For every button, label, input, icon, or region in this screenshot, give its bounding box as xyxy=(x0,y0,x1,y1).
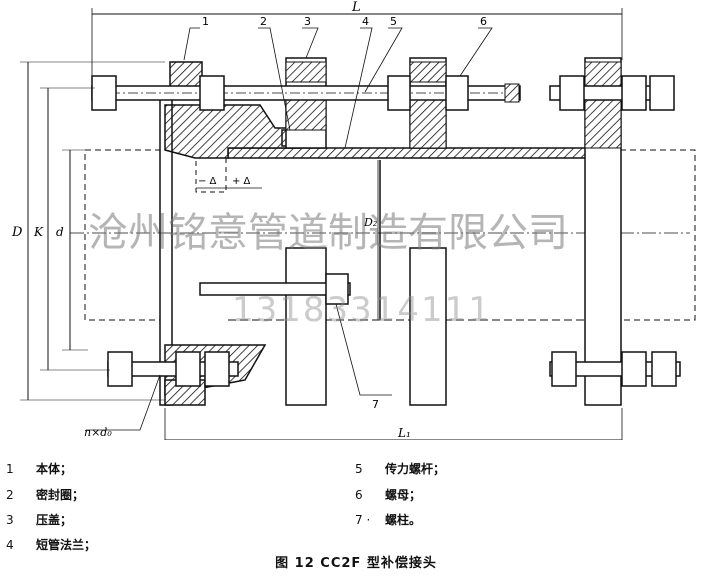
figure-caption: 图 12 CC2F 型补偿接头 xyxy=(275,556,437,571)
nut-left-outer xyxy=(91,75,117,111)
nut-mid-left xyxy=(387,75,411,111)
nut-left-inner xyxy=(199,75,225,111)
dim-D2: D₂ xyxy=(363,216,377,229)
dim-minus-delta: − Δ xyxy=(198,176,217,187)
callout-5: 5 xyxy=(390,15,397,28)
legend-item-7: 7 ·螺柱。 xyxy=(355,513,422,527)
callout-4: 4 xyxy=(362,15,369,28)
compensator-drawing: L L₁ D K d D₂ − Δ + Δ n×d₀ 1 2 3 4 5 6 7 xyxy=(11,0,696,440)
left-inner-dashed xyxy=(195,151,227,193)
dim-D: D xyxy=(11,225,23,240)
gland-lower xyxy=(285,247,327,406)
short-pipe xyxy=(227,147,609,159)
callout-2: 2 xyxy=(260,15,267,28)
callout-7: 7 xyxy=(372,398,379,411)
dim-L: L xyxy=(351,0,361,15)
callout-1: 1 xyxy=(202,15,209,28)
stud xyxy=(199,282,351,296)
callout-3: 3 xyxy=(304,15,311,28)
dim-plus-delta: + Δ xyxy=(232,176,251,187)
pipe-flange-lower xyxy=(409,247,447,406)
watermark-company: 沧州铭意管道制造有限公司 xyxy=(88,210,568,256)
dim-K: K xyxy=(33,225,44,239)
dim-d: d xyxy=(56,225,64,239)
dim-L1: L₁ xyxy=(397,426,411,440)
callout-6: 6 xyxy=(480,15,487,28)
watermark-phone: 13183314111 xyxy=(232,290,492,330)
right-mating-flange-dashed xyxy=(619,149,696,321)
dim-bolt-holes: n×d₀ xyxy=(84,426,112,439)
stud-lower-right xyxy=(549,361,681,377)
nut xyxy=(445,75,469,111)
body xyxy=(164,104,301,159)
